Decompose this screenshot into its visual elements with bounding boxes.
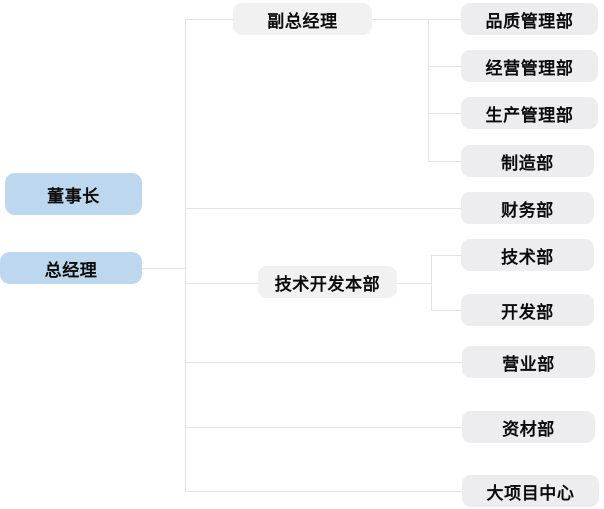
node-deputy-general-manager[interactable]: 副总经理: [233, 3, 372, 35]
node-general-manager[interactable]: 总经理: [0, 252, 142, 284]
connector-subtrunk-to-development: [431, 310, 461, 311]
node-chairman[interactable]: 董事长: [5, 173, 142, 215]
connector-trunk-to-finance: [185, 208, 461, 209]
connector-gm-to-trunk: [142, 268, 186, 269]
node-production-management-dept[interactable]: 生产管理部: [461, 97, 598, 129]
connector-deputy-gm-subtrunk: [428, 19, 429, 161]
node-operations-management-dept[interactable]: 经营管理部: [461, 50, 598, 82]
connector-subtrunk-to-manufacture: [428, 161, 461, 162]
node-materials-dept[interactable]: 资材部: [462, 411, 595, 443]
node-quality-management-dept[interactable]: 品质管理部: [461, 3, 598, 35]
node-technology-dept[interactable]: 技术部: [461, 239, 594, 271]
connector-trunk-to-tech-dev-hq: [185, 283, 259, 284]
connector-trunk-to-sales: [185, 362, 462, 363]
node-big-project-center[interactable]: 大项目中心: [462, 475, 599, 507]
connector-tech-dev-hq-to-subtrunk: [397, 283, 432, 284]
connector-deputy-gm-to-subtrunk: [372, 19, 429, 20]
node-finance-dept[interactable]: 财务部: [461, 192, 594, 224]
connector-subtrunk-to-production: [428, 113, 461, 114]
node-sales-dept[interactable]: 营业部: [462, 346, 595, 378]
connector-trunk-to-deputy-gm: [185, 19, 234, 20]
connector-tech-dev-hq-subtrunk: [431, 255, 432, 311]
connector-trunk-to-big-project: [185, 491, 462, 492]
connector-subtrunk-to-quality: [428, 19, 461, 20]
connector-subtrunk-to-technology: [431, 255, 461, 256]
connector-main-trunk: [185, 19, 186, 492]
connector-subtrunk-to-operations: [428, 66, 461, 67]
node-development-dept[interactable]: 开发部: [461, 294, 594, 326]
node-manufacturing-dept[interactable]: 制造部: [461, 145, 594, 177]
connector-trunk-to-materials: [185, 427, 462, 428]
node-tech-development-hq[interactable]: 技术开发本部: [258, 266, 397, 298]
